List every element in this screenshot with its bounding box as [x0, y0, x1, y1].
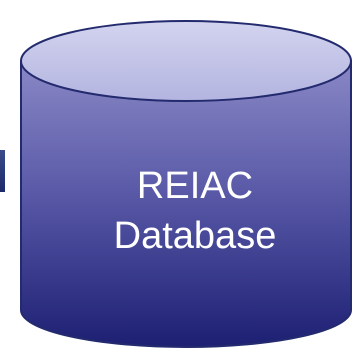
cylinder-top: [20, 20, 352, 102]
cut-off-shape-fragment: [0, 150, 5, 192]
cylinder-body: [20, 60, 352, 348]
database-label-line2: Database: [113, 215, 277, 257]
database-label-line1: REIAC: [136, 165, 254, 207]
